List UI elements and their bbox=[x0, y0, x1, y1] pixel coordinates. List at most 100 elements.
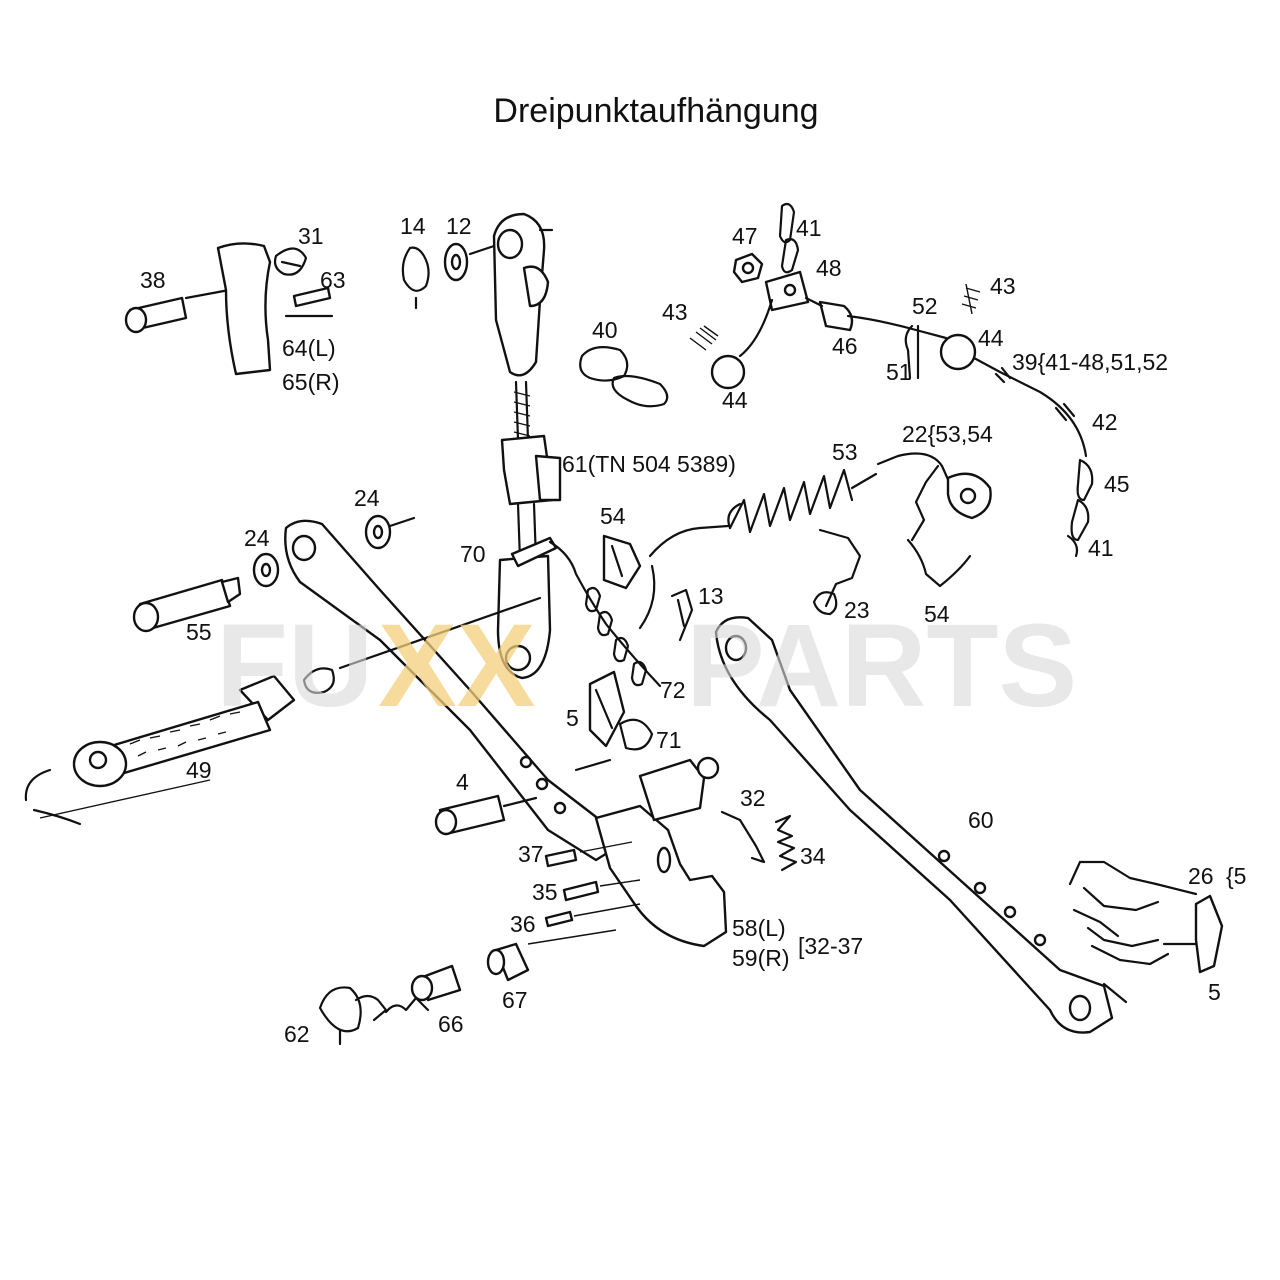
block-64-65 bbox=[216, 242, 272, 376]
pin-37 bbox=[544, 848, 578, 868]
label-32: 32 bbox=[740, 785, 766, 811]
pin-51-52 bbox=[904, 324, 920, 380]
pin-55 bbox=[132, 576, 242, 633]
label-71: 71 bbox=[656, 727, 682, 753]
label-55: 55 bbox=[186, 619, 212, 645]
clip-49-top bbox=[302, 667, 335, 694]
pin-63 bbox=[292, 286, 332, 308]
pin-13 bbox=[670, 588, 694, 642]
label-22: 22{53,54 bbox=[902, 421, 993, 447]
label-47: 47 bbox=[732, 223, 758, 249]
label-53: 53 bbox=[832, 439, 858, 465]
label-35: 35 bbox=[532, 879, 558, 905]
chain-72 bbox=[584, 586, 648, 687]
chain-45-41 bbox=[1066, 458, 1094, 558]
label-34: 34 bbox=[800, 843, 826, 869]
label-58: 58(L) bbox=[732, 915, 786, 941]
bolt-66 bbox=[410, 964, 462, 1002]
pin-5-right bbox=[1194, 894, 1224, 974]
label-13: 13 bbox=[698, 583, 724, 609]
label-26-ref: {5 bbox=[1226, 863, 1246, 889]
washer-12 bbox=[443, 242, 469, 282]
block-48 bbox=[764, 270, 810, 312]
watermark: FU XX PARTS bbox=[216, 600, 1077, 732]
label-43-right: 43 bbox=[990, 273, 1016, 299]
label-72: 72 bbox=[660, 677, 686, 703]
label-38: 38 bbox=[140, 267, 166, 293]
label-46: 46 bbox=[832, 333, 858, 359]
label-31: 31 bbox=[298, 223, 324, 249]
label-24-mid: 24 bbox=[244, 525, 270, 551]
washer-24-mid bbox=[252, 552, 280, 588]
lever-32 bbox=[720, 810, 766, 864]
top-link-61 bbox=[492, 212, 562, 680]
label-42: 42 bbox=[1092, 409, 1118, 435]
hook-5 bbox=[638, 756, 720, 822]
clip-71 bbox=[618, 718, 654, 751]
label-23: 23 bbox=[844, 597, 870, 623]
lower-link-right-60 bbox=[714, 616, 1114, 1034]
label-70: 70 bbox=[460, 541, 486, 567]
label-45: 45 bbox=[1104, 471, 1130, 497]
bush-67 bbox=[486, 942, 530, 982]
clip-54-left bbox=[602, 534, 642, 590]
link-22 bbox=[876, 452, 992, 588]
spring-43-left bbox=[689, 325, 719, 351]
label-67: 67 bbox=[502, 987, 528, 1013]
label-49: 49 bbox=[186, 757, 212, 783]
label-5-right: 5 bbox=[1208, 979, 1221, 1005]
label-62: 62 bbox=[284, 1021, 310, 1047]
label-14: 14 bbox=[400, 213, 426, 239]
nut-46 bbox=[818, 300, 854, 332]
label-43-left: 43 bbox=[662, 299, 688, 325]
watermark-mid: XX bbox=[378, 600, 535, 732]
label-66: 66 bbox=[438, 1011, 464, 1037]
label-52: 52 bbox=[912, 293, 938, 319]
telescopic-49 bbox=[24, 674, 296, 826]
ball-44-right bbox=[939, 333, 977, 371]
label-41-top: 41 bbox=[796, 215, 822, 241]
spring-43-right bbox=[961, 283, 981, 315]
lever-70 bbox=[510, 536, 662, 688]
label-39: 39{41-48,51,52 bbox=[1012, 349, 1168, 375]
label-24-top: 24 bbox=[354, 485, 380, 511]
label-51: 51 bbox=[886, 359, 912, 385]
pin-35 bbox=[562, 880, 600, 902]
label-4: 4 bbox=[456, 769, 469, 795]
clip-31 bbox=[273, 247, 308, 276]
label-12: 12 bbox=[446, 213, 472, 239]
label-32-37: [32-37 bbox=[798, 933, 863, 959]
label-54-right: 54 bbox=[924, 601, 950, 627]
label-44-left: 44 bbox=[722, 387, 748, 413]
label-63: 63 bbox=[320, 267, 346, 293]
label-37: 37 bbox=[518, 841, 544, 867]
label-65: 65(R) bbox=[282, 369, 340, 395]
label-64: 64(L) bbox=[282, 335, 336, 361]
label-61: 61(TN 504 5389) bbox=[562, 451, 736, 477]
label-26: 26 bbox=[1188, 863, 1214, 889]
spring-34 bbox=[774, 814, 798, 872]
stabilizer-26 bbox=[1068, 860, 1202, 966]
label-41-bottom: 41 bbox=[1088, 535, 1114, 561]
watermark-left: FU bbox=[216, 600, 373, 732]
label-5-left: 5 bbox=[566, 705, 579, 731]
label-48: 48 bbox=[816, 255, 842, 281]
spring-53 bbox=[727, 468, 878, 534]
pin-36 bbox=[544, 910, 574, 928]
bracket-23 bbox=[812, 528, 862, 616]
label-36: 36 bbox=[510, 911, 536, 937]
label-59: 59(R) bbox=[732, 945, 790, 971]
chain-62 bbox=[318, 986, 430, 1046]
label-54-left: 54 bbox=[600, 503, 626, 529]
pin-38 bbox=[124, 296, 188, 334]
diagram-title: Dreipunktaufhängung bbox=[493, 92, 818, 130]
link-40 bbox=[579, 345, 669, 408]
chain-41-top bbox=[778, 202, 800, 274]
pin-5-left bbox=[588, 670, 626, 748]
clip-14 bbox=[401, 246, 430, 310]
nut-47 bbox=[732, 252, 764, 284]
part-labels: 38 31 63 64(L) 65(R) 14 12 40 47 41 48 4… bbox=[140, 213, 1246, 1047]
label-40: 40 bbox=[592, 317, 618, 343]
pin-4 bbox=[434, 794, 506, 836]
